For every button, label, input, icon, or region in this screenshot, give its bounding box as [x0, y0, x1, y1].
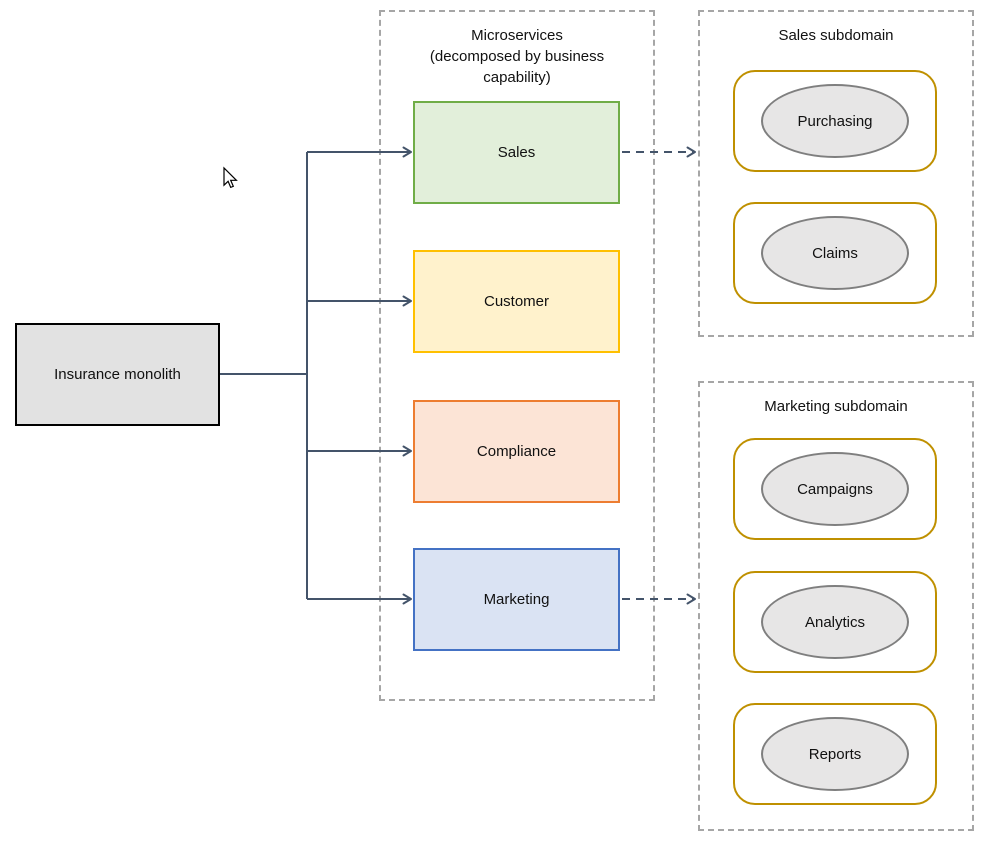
node-sales-label: Sales: [497, 144, 536, 161]
node-reports-ellipse[interactable]: Reports: [761, 717, 909, 791]
node-customer-label: Customer: [483, 293, 550, 310]
node-compliance-label: Compliance: [476, 443, 557, 460]
node-compliance[interactable]: Compliance: [413, 400, 620, 503]
node-sales[interactable]: Sales: [413, 101, 620, 204]
node-marketing-label: Marketing: [483, 591, 550, 608]
node-insurance-monolith[interactable]: Insurance monolith: [15, 323, 220, 426]
sales-subdomain-title: Sales subdomain: [778, 27, 894, 44]
node-customer[interactable]: Customer: [413, 250, 620, 353]
microservices-title-line2: (decomposed by business capability): [429, 48, 605, 86]
node-campaigns-label: Campaigns: [797, 480, 873, 498]
node-marketing[interactable]: Marketing: [413, 548, 620, 651]
node-claims-label: Claims: [812, 244, 858, 262]
microservices-container[interactable]: Microservices (decomposed by business ca…: [379, 10, 655, 701]
node-reports-label: Reports: [808, 745, 862, 763]
node-analytics-ellipse[interactable]: Analytics: [761, 585, 909, 659]
node-campaigns[interactable]: Campaigns: [733, 438, 937, 540]
node-insurance-monolith-label: Insurance monolith: [54, 366, 181, 383]
microservices-title-line1: Microservices: [471, 27, 563, 44]
marketing-subdomain-title: Marketing subdomain: [764, 398, 908, 415]
marketing-subdomain-container[interactable]: Marketing subdomain: [698, 381, 974, 831]
mouse-cursor: [223, 166, 238, 189]
microservices-container-title: Microservices (decomposed by business ca…: [381, 12, 653, 88]
node-claims-ellipse[interactable]: Claims: [761, 216, 909, 290]
node-purchasing[interactable]: Purchasing: [733, 70, 937, 172]
node-analytics-label: Analytics: [804, 613, 866, 631]
node-claims[interactable]: Claims: [733, 202, 937, 304]
node-reports[interactable]: Reports: [733, 703, 937, 805]
node-purchasing-label: Purchasing: [797, 112, 873, 130]
sales-subdomain-container[interactable]: Sales subdomain: [698, 10, 974, 337]
node-purchasing-ellipse[interactable]: Purchasing: [761, 84, 909, 158]
node-analytics[interactable]: Analytics: [733, 571, 937, 673]
node-campaigns-ellipse[interactable]: Campaigns: [761, 452, 909, 526]
